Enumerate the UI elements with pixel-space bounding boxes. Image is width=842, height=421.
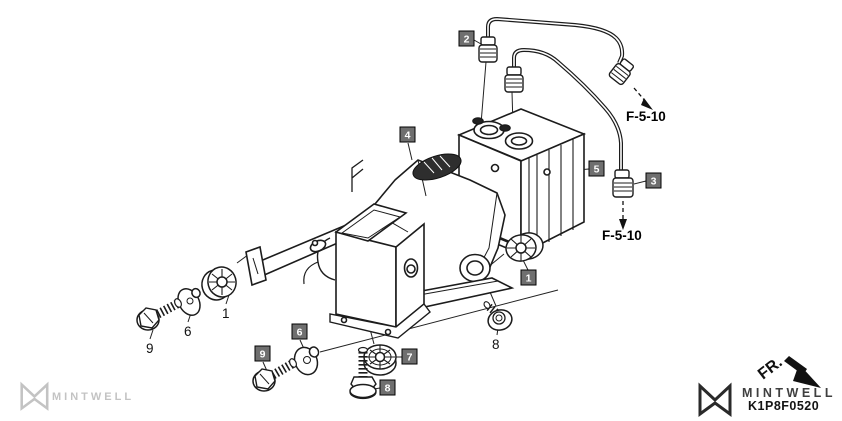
collar-washer-right xyxy=(293,346,320,376)
callout-number-8: 8 xyxy=(492,337,500,352)
brake-pipe-lower xyxy=(512,47,623,171)
bracket-tray xyxy=(329,203,515,339)
pipe-fitting-right xyxy=(608,58,635,86)
boxed-callouts-layer: 2 4 5 3 1 6 9 7 8 xyxy=(254,30,662,396)
grommet-1-left xyxy=(201,266,237,301)
watermark-right: MINTWELL K1P8F0520 xyxy=(698,382,836,417)
watermark-left: MINTWELL xyxy=(20,381,134,411)
mount-rubber-pad xyxy=(412,153,462,181)
mintwell-logo-icon-left xyxy=(20,381,49,411)
reference-label-1: F-5-10 xyxy=(626,109,666,124)
callout-box-label: 6 xyxy=(297,327,303,339)
callout-box-5[interactable]: 5 xyxy=(588,160,605,177)
part-code-text: K1P8F0520 xyxy=(748,399,819,413)
callout-box-4[interactable]: 4 xyxy=(399,126,416,143)
callout-box-2[interactable]: 2 xyxy=(458,30,475,47)
callout-number-9: 9 xyxy=(146,341,154,356)
callout-box-1[interactable]: 1 xyxy=(520,269,537,286)
fr-label: FR. xyxy=(755,354,786,383)
mintwell-logo-icon xyxy=(698,382,732,417)
callout-box-9[interactable]: 9 xyxy=(254,345,271,362)
direction-indicator: FR. xyxy=(755,354,821,388)
callout-box-6[interactable]: 6 xyxy=(291,323,308,340)
reference-arrow-2 xyxy=(619,201,627,230)
callout-number-1: 1 xyxy=(222,306,230,321)
callout-box-8[interactable]: 8 xyxy=(379,379,396,396)
brake-pipe-upper xyxy=(486,16,625,64)
callout-box-label: 3 xyxy=(651,176,657,188)
callout-box-label: 9 xyxy=(260,349,266,361)
watermark-brand-text: MINTWELL xyxy=(742,386,836,400)
pipe-fitting-3 xyxy=(612,169,634,198)
callout-box-7[interactable]: 7 xyxy=(401,348,418,365)
grommet-7 xyxy=(363,344,397,376)
flange-bolt-8-right xyxy=(483,301,513,331)
callout-box-label: 2 xyxy=(464,34,470,46)
callout-box-3[interactable]: 3 xyxy=(645,172,662,189)
flange-bolt-9-left xyxy=(136,298,182,331)
watermark-brand-text-left: MINTWELL xyxy=(52,391,134,403)
callout-box-label: 5 xyxy=(594,164,600,176)
abs-modulator xyxy=(456,108,587,256)
reference-label-2: F-5-10 xyxy=(602,228,642,243)
callout-box-label: 4 xyxy=(405,130,411,142)
callout-box-label: 7 xyxy=(407,352,413,364)
fr-arrow-icon xyxy=(784,356,821,388)
callout-box-label: 1 xyxy=(526,273,532,285)
pipe-fitting-upper-mid xyxy=(504,66,524,93)
callout-number-6: 6 xyxy=(184,324,192,339)
pipe-fitting-2 xyxy=(478,36,498,63)
flange-bolt-8-bottom xyxy=(349,346,377,400)
grommet-1-right xyxy=(505,232,544,262)
reference-labels-layer: F-5-10F-5-10 xyxy=(602,109,666,243)
reference-arrow-1 xyxy=(633,87,653,110)
collar-washer-left xyxy=(177,287,201,316)
callout-box-label: 8 xyxy=(385,383,391,395)
flange-bolt-9-right xyxy=(252,358,297,392)
